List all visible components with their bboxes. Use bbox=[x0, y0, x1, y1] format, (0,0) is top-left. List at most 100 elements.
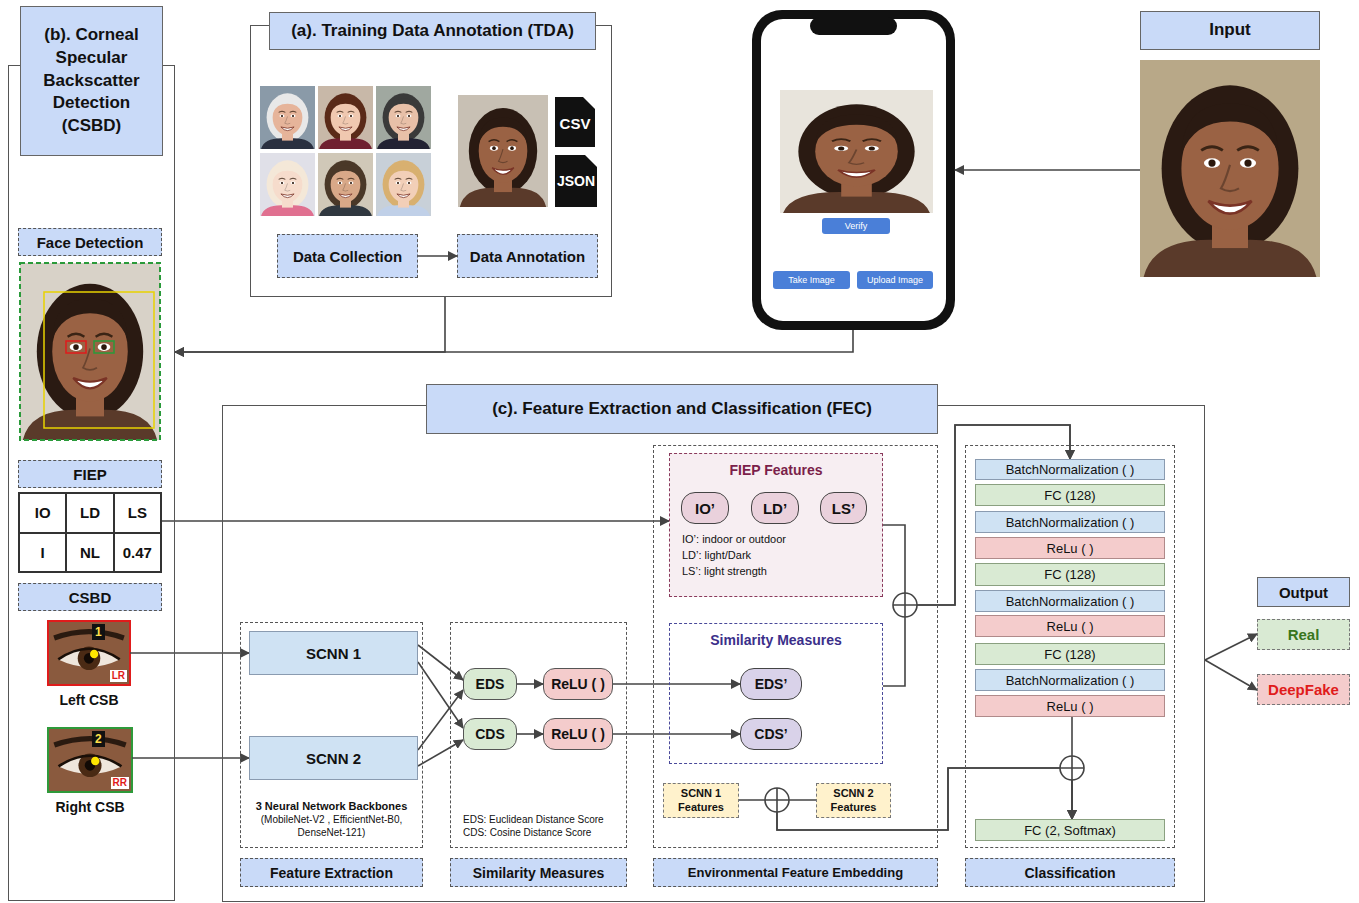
connector bbox=[418, 255, 457, 257]
box-text: SCNN 2 Features bbox=[817, 787, 890, 813]
feature-box: Similarity MeasuresEDS’ CDS’ bbox=[669, 623, 883, 764]
measure-pill: CDS’ bbox=[740, 718, 802, 750]
callout-number: 2 bbox=[92, 731, 105, 747]
connector bbox=[162, 520, 669, 522]
table-cell: I bbox=[19, 533, 66, 573]
table-cell: NL bbox=[66, 533, 113, 573]
measure-pill: EDS’ bbox=[740, 668, 802, 700]
box-text: FC (128) bbox=[1044, 567, 1095, 582]
box-text: ReLU ( ) bbox=[551, 676, 605, 692]
connector bbox=[418, 690, 463, 750]
result-box: DeepFake bbox=[1257, 674, 1350, 705]
box-text: BatchNormalization ( ) bbox=[1006, 515, 1135, 530]
measure-box: CDS bbox=[463, 718, 517, 750]
box-text: CDS bbox=[475, 726, 505, 742]
feature-tag: SCNN 2 Features bbox=[816, 783, 891, 818]
box-text: Data Collection bbox=[293, 248, 402, 265]
box-text: Real bbox=[1288, 626, 1320, 643]
callout-number: 1 bbox=[92, 624, 105, 640]
group-box: 3 Neural Network Backbones(MobileNet-V2 … bbox=[240, 622, 423, 848]
box-text: Output bbox=[1279, 584, 1328, 601]
csb-tag: LR bbox=[110, 670, 127, 682]
box-text: Face Detection bbox=[37, 234, 144, 251]
connector bbox=[175, 297, 445, 352]
group-label: Classification bbox=[965, 858, 1175, 887]
connector bbox=[418, 740, 463, 766]
box-text: CSBD bbox=[69, 589, 112, 606]
feature-tag: SCNN 1 Features bbox=[663, 783, 739, 818]
table-cell: LS bbox=[114, 493, 161, 533]
phone: VerifyTake Image Upload Image bbox=[752, 10, 955, 330]
group-note: EDS: Euclidean Distance Score bbox=[463, 813, 622, 826]
activation-box: ReLU ( ) bbox=[543, 668, 613, 700]
layer-box: FC (128) bbox=[975, 563, 1165, 586]
box-text: FC (128) bbox=[1044, 488, 1095, 503]
panel: (c). Feature Extraction and Classificati… bbox=[222, 405, 1205, 902]
box-text: Data Annotation bbox=[470, 248, 585, 265]
connector bbox=[613, 733, 740, 735]
box-text: LD’ bbox=[763, 500, 787, 517]
box-text: Verify bbox=[845, 221, 868, 231]
connector bbox=[132, 757, 249, 759]
layer-box: ReLu ( ) bbox=[975, 615, 1165, 637]
label-box: FIEP bbox=[18, 460, 162, 488]
measure-box: EDS bbox=[463, 668, 517, 700]
box-text: BatchNormalization ( ) bbox=[1006, 462, 1135, 477]
fiep-table: IOLDLSINL0.47 bbox=[18, 492, 162, 573]
csb-tag: RR bbox=[111, 777, 129, 789]
box-text: FIEP bbox=[73, 466, 106, 483]
box-text: FC (2, Softmax) bbox=[1024, 823, 1116, 838]
group-label: Environmental Feature Embedding bbox=[653, 858, 938, 887]
box-text: Take Image bbox=[788, 275, 835, 285]
connector bbox=[418, 662, 463, 728]
layer-box: FC (128) bbox=[975, 643, 1165, 665]
box-text: DeepFake bbox=[1268, 681, 1339, 698]
csb-crop: 2RRRight CSB bbox=[48, 728, 132, 792]
result-box: Real bbox=[1257, 619, 1350, 650]
icon-label: CSV bbox=[553, 113, 597, 133]
box-text: FC (128) bbox=[1044, 647, 1095, 662]
layer-box: ReLu ( ) bbox=[975, 695, 1165, 717]
layer-box: FC (128) bbox=[975, 484, 1165, 506]
box-text: ReLu ( ) bbox=[1047, 699, 1094, 714]
table-cell: LD bbox=[66, 493, 113, 533]
output-box: Output bbox=[1257, 577, 1350, 607]
panel: (b). Corneal Specular Backscatter Detect… bbox=[8, 65, 175, 901]
face-detection-photo bbox=[20, 263, 160, 440]
feature-notes: IO’: indoor or outdoorLD’: light/DarkLS’… bbox=[682, 532, 786, 580]
layer-box: BatchNormalization ( ) bbox=[975, 511, 1165, 533]
box-text: EDS’ bbox=[755, 676, 788, 692]
layer-box: BatchNormalization ( ) bbox=[975, 590, 1165, 612]
feature-note: LS’: light strength bbox=[682, 564, 786, 580]
label-box: Data Annotation bbox=[457, 234, 598, 278]
box-text: IO’ bbox=[695, 500, 715, 517]
group-note: CDS: Cosine Distance Score bbox=[463, 826, 622, 839]
group-box: Environmental Feature EmbeddingFIEP Feat… bbox=[653, 445, 938, 848]
box-text: ReLu ( ) bbox=[1047, 541, 1094, 556]
layer-box: ReLu ( ) bbox=[975, 537, 1165, 559]
box-text: BatchNormalization ( ) bbox=[1006, 673, 1135, 688]
app-button: Upload Image bbox=[857, 271, 933, 289]
layer-box: BatchNormalization ( ) bbox=[975, 669, 1165, 691]
connector bbox=[955, 169, 1140, 171]
feature-pill: IO’ bbox=[681, 492, 729, 524]
box-text: Upload Image bbox=[867, 275, 923, 285]
phone-body bbox=[752, 10, 955, 330]
panel-heading: Input bbox=[1140, 11, 1320, 50]
network-box: SCNN 1 bbox=[249, 631, 418, 675]
connector bbox=[517, 733, 543, 735]
icon-label: JSON bbox=[550, 171, 602, 191]
box-text: BatchNormalization ( ) bbox=[1006, 594, 1135, 609]
panel-heading: (b). Corneal Specular Backscatter Detect… bbox=[20, 6, 163, 156]
csb-crop: 1LRLeft CSB bbox=[48, 621, 130, 685]
box-title: Similarity Measures bbox=[670, 632, 882, 648]
label-box: Face Detection bbox=[18, 228, 162, 256]
label-box: CSBD bbox=[18, 583, 162, 611]
connector bbox=[1205, 634, 1257, 660]
app-button: Verify bbox=[822, 218, 890, 234]
csb-label: Left CSB bbox=[24, 692, 154, 708]
group-label: Similarity Measures bbox=[450, 858, 627, 887]
